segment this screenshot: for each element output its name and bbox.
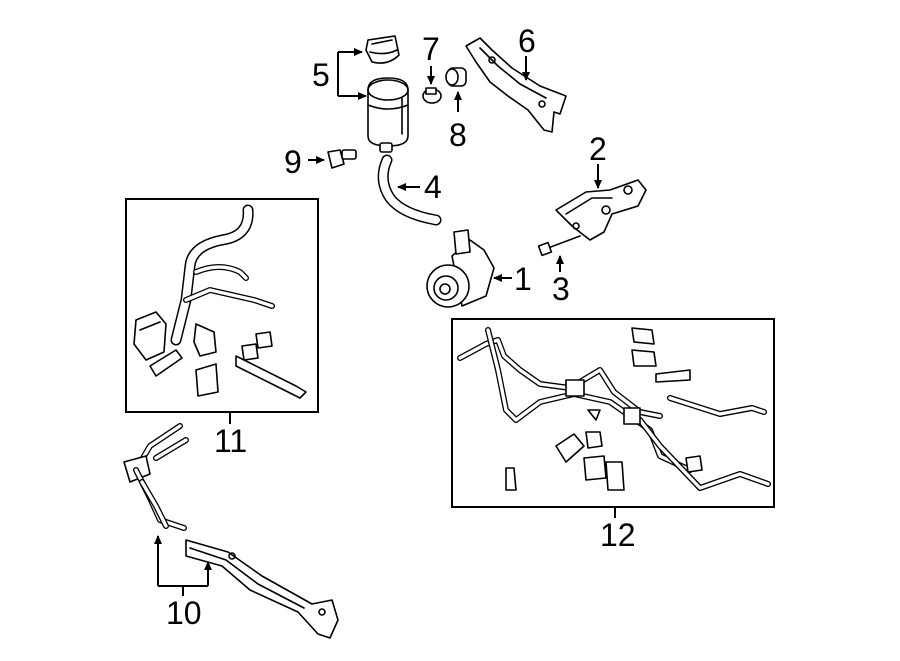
- callout-5-leader: [337, 48, 367, 100]
- callout-10-leader: [154, 535, 212, 596]
- bolt-3: [537, 235, 581, 272]
- reservoir-cap: [365, 35, 400, 64]
- cooler-line-assembly-12: [457, 327, 771, 491]
- callout-10: 10: [166, 595, 202, 631]
- pump-bracket: [555, 164, 647, 241]
- bolt-7: [422, 66, 442, 104]
- callout-9: 9: [284, 144, 302, 180]
- assembly-box-12: [451, 318, 775, 508]
- power-steering-pump: [426, 229, 512, 308]
- callout-3: 3: [552, 271, 570, 307]
- bolt-9: [308, 149, 357, 169]
- return-lines-10: [123, 423, 339, 639]
- callout-2: 2: [589, 131, 607, 167]
- callout-8: 8: [449, 117, 467, 153]
- callout-6: 6: [518, 23, 536, 59]
- reservoir: [367, 77, 409, 153]
- callout-4: 4: [424, 169, 442, 205]
- callout-12: 12: [600, 517, 636, 553]
- reservoir-bracket: [465, 37, 567, 133]
- pressure-line-assembly-11: [133, 204, 307, 399]
- callout-11: 11: [214, 423, 247, 459]
- suction-hose: [377, 154, 442, 226]
- assembly-box-11: [125, 198, 319, 413]
- callout-7: 7: [422, 31, 440, 67]
- grommet-8: [445, 67, 467, 112]
- callout-5: 5: [312, 57, 330, 93]
- callout-1: 1: [514, 261, 532, 297]
